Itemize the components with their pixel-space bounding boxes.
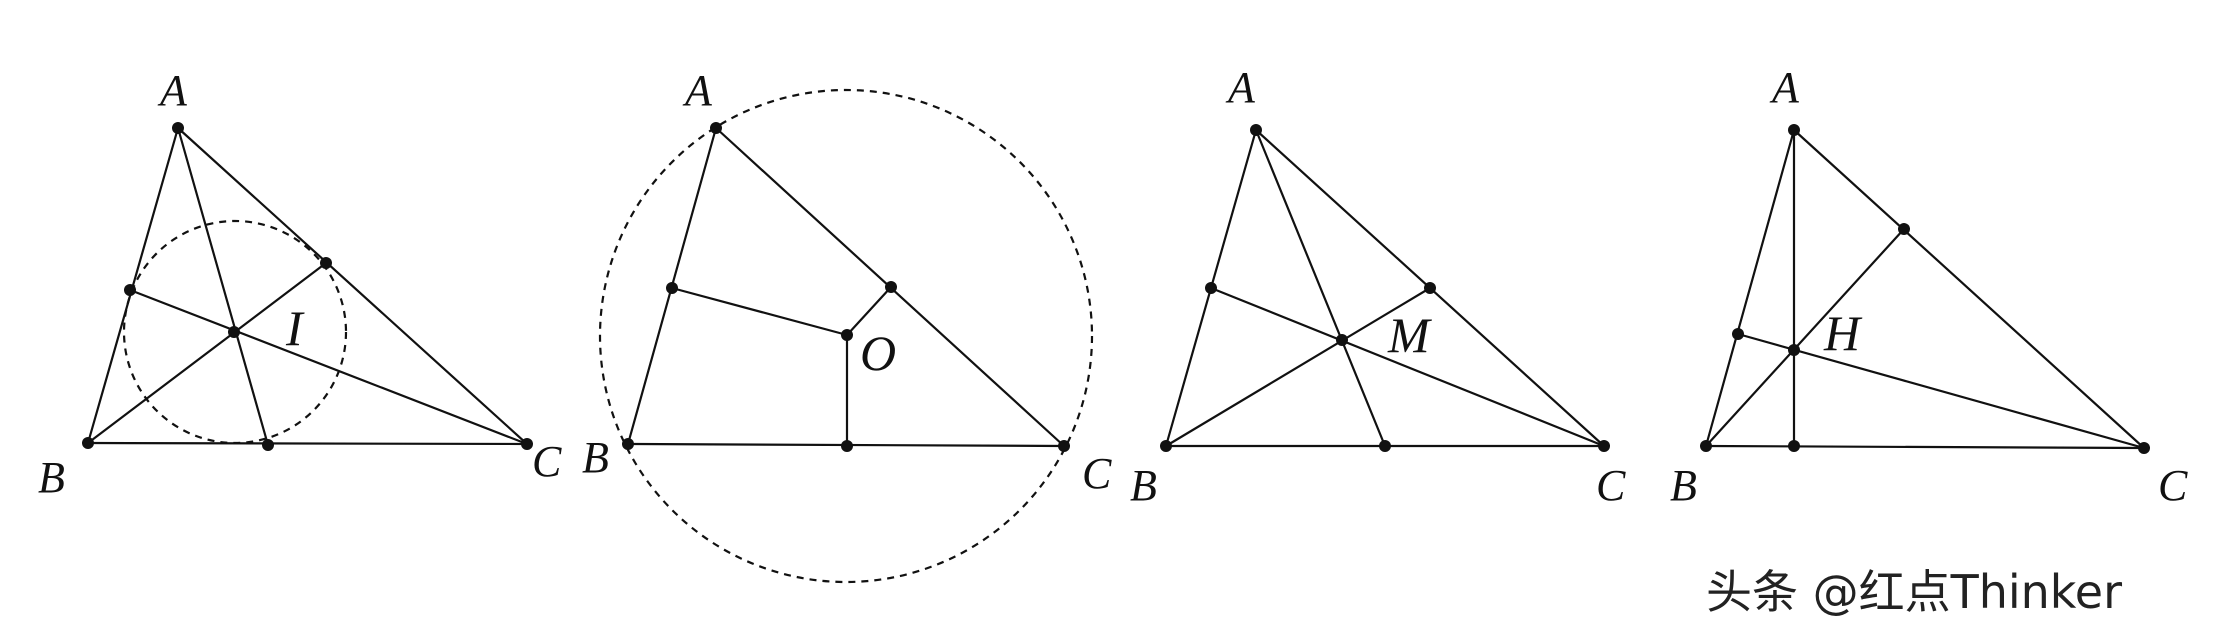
bisector-a	[176, 126, 270, 447]
median-a	[1254, 128, 1387, 448]
vertex-a-point	[710, 122, 722, 134]
figure-orthocenter: A B C H	[1670, 63, 2188, 510]
midpoint	[1424, 282, 1436, 294]
foot-point	[1788, 440, 1800, 452]
figure-incenter: A B C I	[38, 66, 562, 502]
vertex-b-point	[1700, 440, 1712, 452]
orthocenter-point	[1788, 344, 1800, 356]
vertex-c-point	[1058, 440, 1070, 452]
side-bc	[1704, 444, 2146, 450]
vertex-c-label: C	[1082, 449, 1112, 498]
vertex-a-point	[1788, 124, 1800, 136]
vertex-a-label: A	[1225, 63, 1256, 112]
circumcenter-point	[841, 329, 853, 341]
median-c	[1209, 286, 1606, 448]
vertex-b-point	[622, 438, 634, 450]
side-bc	[86, 441, 529, 446]
altitude-c	[1736, 332, 2146, 450]
vertex-a-point	[172, 122, 184, 134]
vertex-b-label: B	[1670, 461, 1697, 510]
incenter-point	[228, 326, 240, 338]
vertex-c-point	[2138, 442, 2150, 454]
vertex-a-label: A	[157, 66, 188, 115]
figure-centroid: A B C M	[1130, 63, 1626, 510]
vertex-a-point	[1250, 124, 1262, 136]
bisector-b	[86, 261, 328, 445]
midpoint	[841, 440, 853, 452]
vertex-c-point	[521, 438, 533, 450]
vertex-c-point	[1598, 440, 1610, 452]
vertex-a-label: A	[1769, 63, 1800, 112]
vertex-c-label: C	[2158, 461, 2188, 510]
vertex-b-label: B	[582, 433, 609, 482]
midpoint	[1205, 282, 1217, 294]
foot-point	[124, 284, 136, 296]
foot-point	[262, 439, 274, 451]
side-ac	[1792, 128, 2146, 450]
vertex-b-label: B	[38, 453, 65, 502]
bisector-c	[128, 288, 529, 446]
centroid-point	[1336, 334, 1348, 346]
midpoint	[666, 282, 678, 294]
watermark: 头条 @红点Thinker	[1706, 565, 2123, 619]
vertex-c-label: C	[532, 437, 562, 486]
side-ab	[1704, 128, 1796, 448]
midpoint	[1379, 440, 1391, 452]
vertex-c-label: C	[1596, 461, 1626, 510]
figure-circumcenter: A B C O	[582, 66, 1112, 584]
side-ac	[176, 126, 529, 446]
median-b	[1164, 286, 1432, 448]
perp-bisector-ac	[845, 285, 893, 337]
vertex-b-point	[82, 437, 94, 449]
vertex-a-label: A	[682, 66, 713, 115]
foot-point	[1898, 223, 1910, 235]
vertex-b-label: B	[1130, 461, 1157, 510]
center-label: H	[1823, 305, 1863, 361]
foot-point	[320, 257, 332, 269]
vertex-b-point	[1160, 440, 1172, 452]
altitude-b	[1704, 227, 1906, 448]
midpoint	[885, 281, 897, 293]
foot-point	[1732, 328, 1744, 340]
center-label: O	[860, 325, 896, 381]
center-label: M	[1387, 307, 1432, 363]
center-label: I	[285, 300, 305, 356]
perp-bisector-ab	[670, 286, 849, 337]
circumcircle	[598, 88, 1094, 584]
